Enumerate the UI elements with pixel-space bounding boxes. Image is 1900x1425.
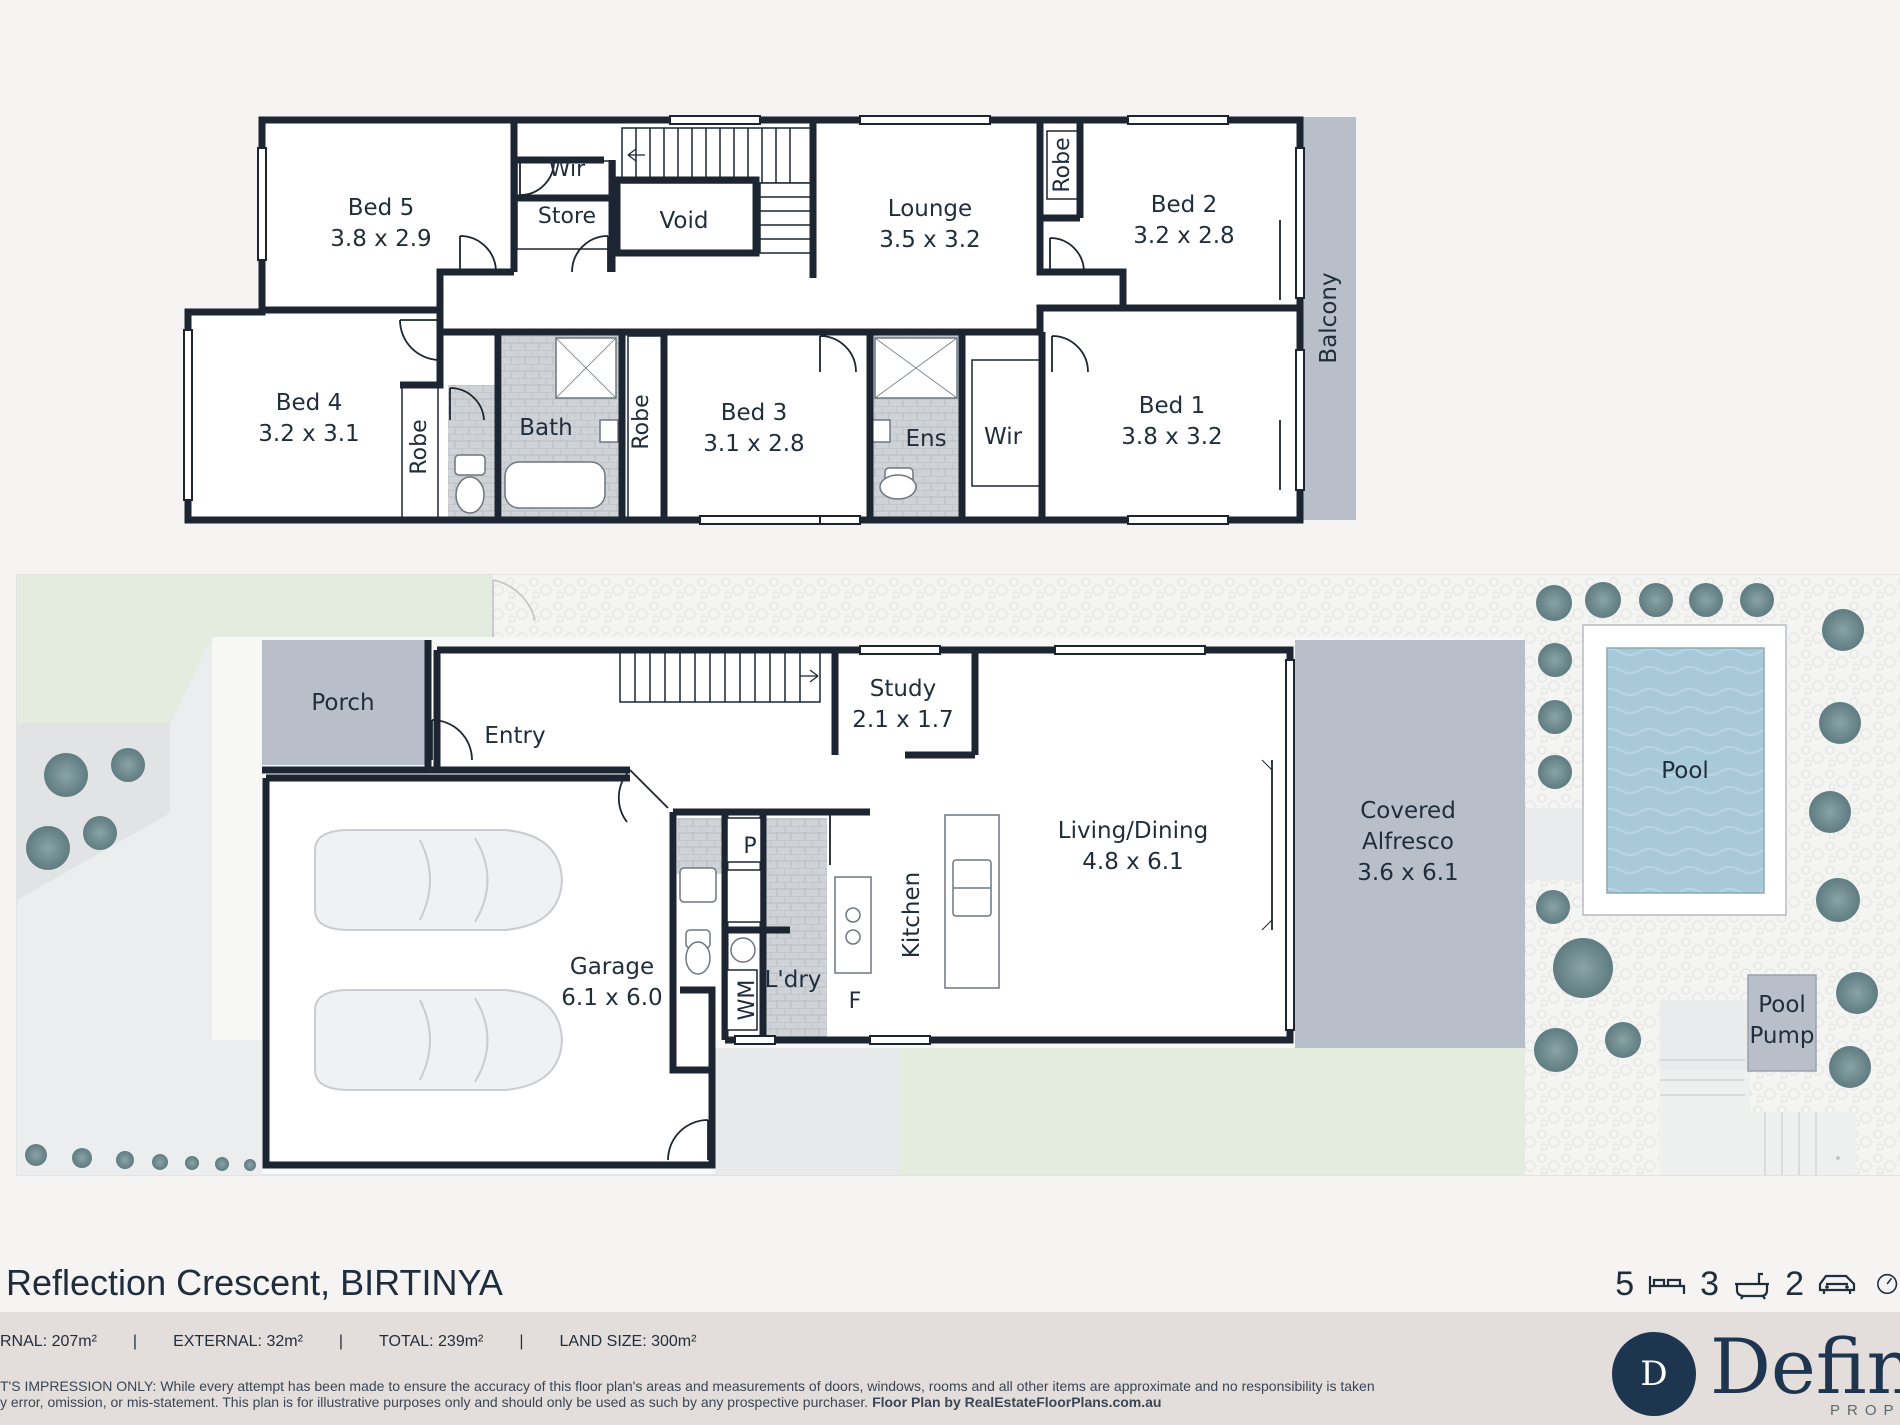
bed2-name: Bed 2 <box>1151 192 1217 218</box>
internal-area: RNAL: 207m² <box>0 1333 97 1350</box>
external-area: EXTERNAL: 32m² <box>173 1333 303 1350</box>
disclaimer: T'S IMPRESSION ONLY: While every attempt… <box>0 1378 1530 1410</box>
bed4-name: Bed 4 <box>276 390 342 416</box>
store-label: Store <box>538 204 596 229</box>
kitchen-label: Kitchen <box>899 872 925 958</box>
entry-label: Entry <box>484 723 545 749</box>
ground-stairs <box>619 649 821 703</box>
area-separator: | <box>338 1333 344 1350</box>
robe-bed3-label: Robe <box>629 394 654 449</box>
study-name: Study <box>870 676 936 702</box>
logo-wordmark: Define <box>1710 1322 1900 1411</box>
study-size: 2.1 x 1.7 <box>852 707 953 733</box>
alfresco-area <box>1295 640 1525 1048</box>
lounge-name: Lounge <box>888 196 972 222</box>
pool-label: Pool <box>1661 758 1709 784</box>
area-separator: | <box>132 1333 138 1350</box>
logo-subtitle: PROPERTY <box>1830 1402 1900 1419</box>
bath-label: Bath <box>519 415 572 441</box>
pool-pump-box <box>1747 974 1817 1072</box>
ens-label: Ens <box>905 426 946 452</box>
logo-monogram: D <box>1612 1332 1696 1416</box>
disclaimer-line1: T'S IMPRESSION ONLY: While every attempt… <box>0 1378 1375 1394</box>
wir-bed1-label: Wir <box>984 424 1023 450</box>
bed5-size: 3.8 x 2.9 <box>330 226 431 252</box>
bath-count: 3 <box>1700 1264 1720 1303</box>
car-count: 2 <box>1785 1264 1804 1303</box>
bed3-name: Bed 3 <box>721 400 787 426</box>
ground-floor-labels: Porch Entry Study 2.1 x 1.7 Living/Dinin… <box>311 676 1814 1049</box>
porch-label: Porch <box>311 690 374 716</box>
total-area: TOTAL: 239m² <box>379 1333 484 1350</box>
lounge-size: 3.5 x 3.2 <box>879 227 980 253</box>
footer-bar <box>0 1312 1900 1425</box>
floor-plan-credit: Floor Plan by RealEstateFloorPlans.com.a… <box>872 1394 1162 1410</box>
wm-label: WM <box>735 980 760 1021</box>
land-size-icon <box>1877 1273 1898 1295</box>
agency-logo: D Define PROPERTY <box>1610 1322 1900 1422</box>
laundry-label: L'dry <box>765 967 822 993</box>
pool-water <box>1606 647 1765 894</box>
landscape-shrubs <box>25 582 1878 1171</box>
garage-cars <box>314 829 564 1091</box>
property-address: Reflection Crescent, BIRTINYA <box>6 1262 503 1303</box>
disclaimer-line2: y error, omission, or mis-statement. Thi… <box>0 1394 869 1410</box>
bed4-size: 3.2 x 3.1 <box>258 421 359 447</box>
bed-count: 5 <box>1615 1264 1635 1303</box>
void-label: Void <box>659 208 708 234</box>
bed5-name: Bed 5 <box>348 195 414 221</box>
living-size: 4.8 x 6.1 <box>1082 849 1183 875</box>
upper-floor-labels: Bed 5 3.8 x 2.9 Wir Store Void Lounge 3.… <box>258 137 1342 474</box>
bed-icon <box>1649 1276 1686 1294</box>
porch-area <box>262 640 428 765</box>
fridge-label: F <box>849 989 862 1014</box>
alfresco-line1: Covered <box>1360 798 1456 824</box>
pool-pump-line1: Pool <box>1758 992 1806 1018</box>
balcony-area <box>1300 117 1356 520</box>
living-name: Living/Dining <box>1058 818 1208 844</box>
bed3-size: 3.1 x 2.8 <box>703 431 804 457</box>
wir-top-label: Wir <box>549 157 586 182</box>
alfresco-line2: Alfresco <box>1362 829 1454 855</box>
pool-pump-line2: Pump <box>1749 1023 1814 1049</box>
pantry-label: P <box>743 834 756 859</box>
ground-floor: Porch Entry Study 2.1 x 1.7 Living/Dinin… <box>16 574 1900 1176</box>
land-size: LAND SIZE: 300m² <box>559 1333 697 1350</box>
bed2-size: 3.2 x 2.8 <box>1133 223 1234 249</box>
area-separator: | <box>519 1333 524 1350</box>
bath-icon <box>1735 1272 1770 1300</box>
garage-size: 6.1 x 6.0 <box>561 985 662 1011</box>
bed1-size: 3.8 x 3.2 <box>1121 424 1222 450</box>
area-summary: RNAL: 207m² | EXTERNAL: 32m² | TOTAL: 23… <box>0 1333 696 1351</box>
garage-name: Garage <box>570 954 654 980</box>
upper-floor: Bed 5 3.8 x 2.9 Wir Store Void Lounge 3.… <box>183 115 1356 525</box>
robe-bed4-label: Robe <box>407 419 432 474</box>
property-stats: 5 3 2 <box>1615 1262 1900 1306</box>
bed1-name: Bed 1 <box>1139 393 1205 419</box>
car-icon <box>1818 1274 1856 1294</box>
alfresco-size: 3.6 x 6.1 <box>1357 860 1458 886</box>
robe-top-label: Robe <box>1050 137 1075 192</box>
balcony-label: Balcony <box>1316 272 1342 363</box>
